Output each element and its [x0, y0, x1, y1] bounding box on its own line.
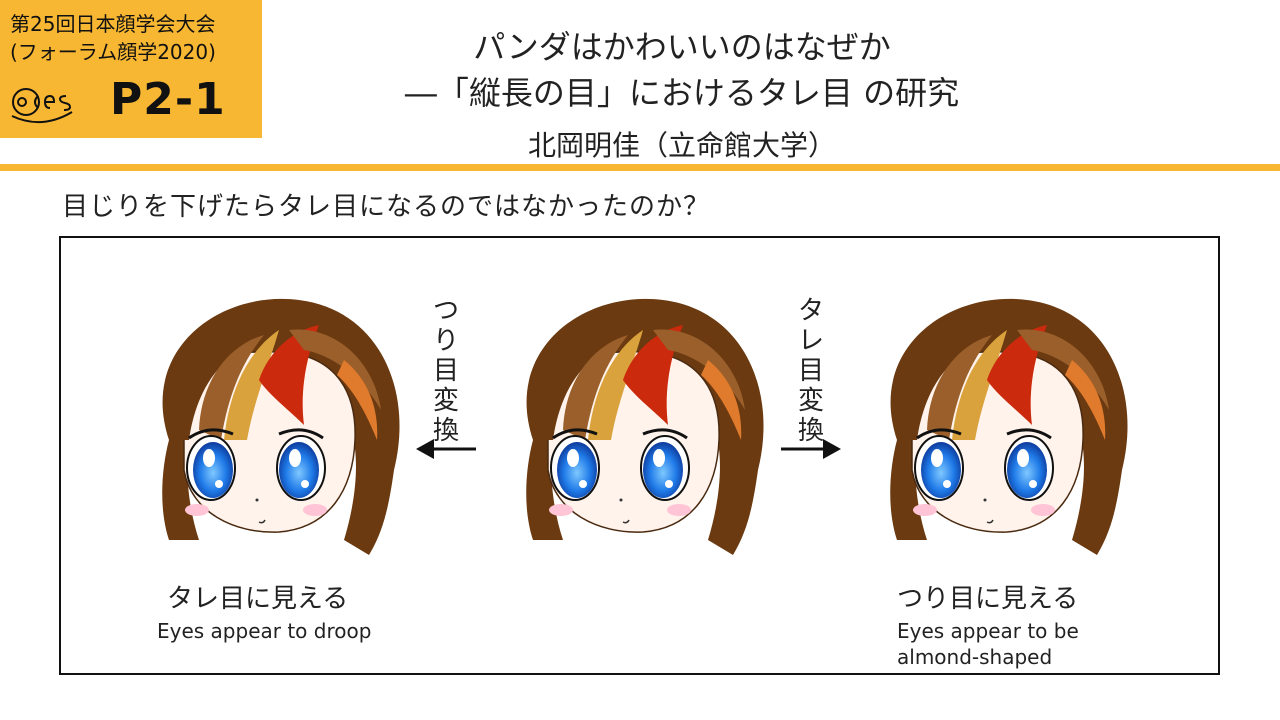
- face-right-almond: [857, 290, 1137, 570]
- question-text: 目じりを下げたらタレ目になるのではなかったのか？: [62, 192, 711, 222]
- label-tareme-transform: タレ目変換: [797, 296, 824, 446]
- author: 北岡明佳（立命館大学）: [527, 129, 836, 162]
- caption-left-en: Eyes appear to droop: [157, 619, 372, 643]
- caption-right-en: Eyes appear to be almond-shaped: [897, 619, 1079, 669]
- arrow-left-icon: [416, 439, 476, 459]
- conference-badge: 第25回日本顔学会大会 (フォーラム顔学2020) P2-1: [0, 0, 262, 138]
- poster-code: P2-1: [110, 74, 226, 125]
- caption-right-jp: つり目に見える: [897, 584, 1079, 614]
- title-sub: ―「縦長の目」におけるタレ目 の研究: [404, 74, 960, 112]
- aces-logo-icon: [11, 88, 73, 124]
- arrow-right-icon: [781, 439, 841, 459]
- conference-subtitle: (フォーラム顔学2020): [10, 40, 216, 64]
- face-left-droopy: [129, 290, 409, 570]
- conference-name: 第25回日本顔学会大会: [10, 12, 216, 36]
- header-divider: [0, 164, 1280, 171]
- figure-panel: つり目変換 タレ目変換 タレ目に見える Eyes appear to droop…: [59, 236, 1220, 675]
- title-main: パンダはかわいいのはなぜか: [473, 28, 891, 66]
- caption-left-jp: タレ目に見える: [167, 584, 349, 614]
- label-tsurime-transform: つり目変換: [432, 296, 459, 446]
- face-center-original: [493, 290, 773, 570]
